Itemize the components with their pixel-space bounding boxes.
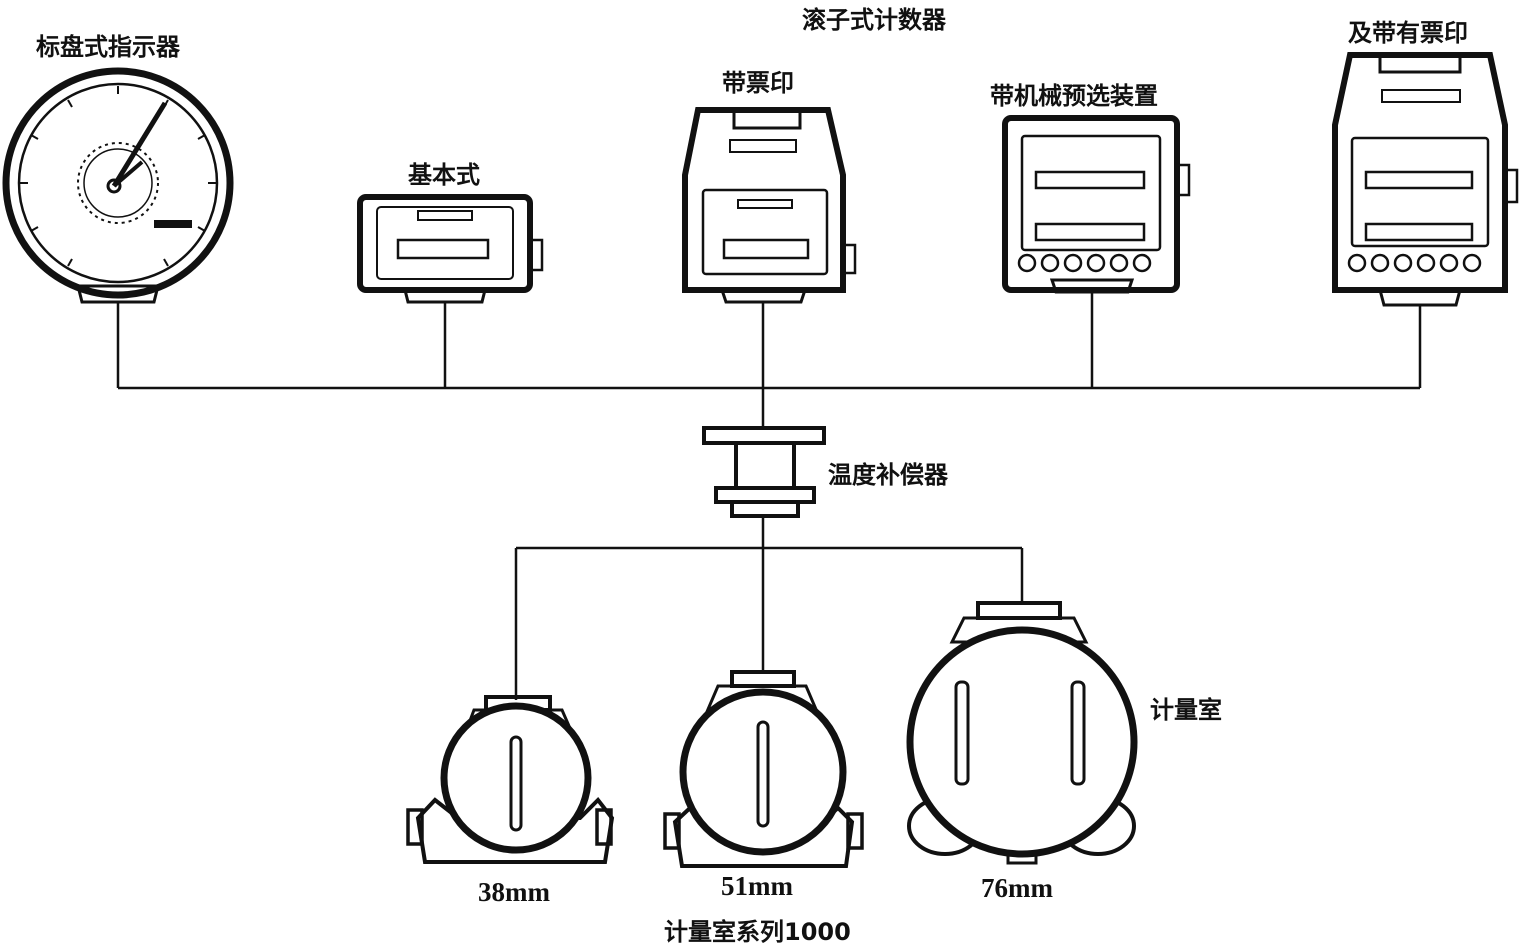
label-size-51: 51mm (721, 871, 793, 901)
chamber-38mm (406, 695, 615, 864)
connection-lines (116, 292, 1422, 700)
chamber-51mm (663, 670, 864, 868)
label-and-with-ticket-print: 及带有票印 (1348, 19, 1468, 47)
label-size-76: 76mm (981, 873, 1053, 903)
label-basic-type: 基本式 (408, 161, 480, 189)
mech-preset-counter (1002, 115, 1191, 294)
label-with-ticket-print: 带票印 (722, 69, 794, 97)
dial-indicator (2, 67, 234, 304)
label-series: 计量室系列1000 (664, 918, 851, 946)
label-roller-counter: 滚子式计数器 (802, 6, 946, 34)
label-temp-compensator: 温度补偿器 (828, 461, 948, 489)
temp-compensator (702, 426, 826, 518)
ticket-print-counter (682, 107, 857, 304)
basic-counter (357, 194, 544, 304)
preset-ticket-counter (1332, 52, 1519, 307)
label-metering-chamber: 计量室 (1150, 696, 1222, 724)
label-size-38: 38mm (478, 877, 550, 907)
label-with-mech-preset: 带机械预选装置 (990, 82, 1158, 110)
label-dial-indicator: 标盘式指示器 (36, 33, 180, 61)
chamber-76mm (906, 601, 1138, 865)
